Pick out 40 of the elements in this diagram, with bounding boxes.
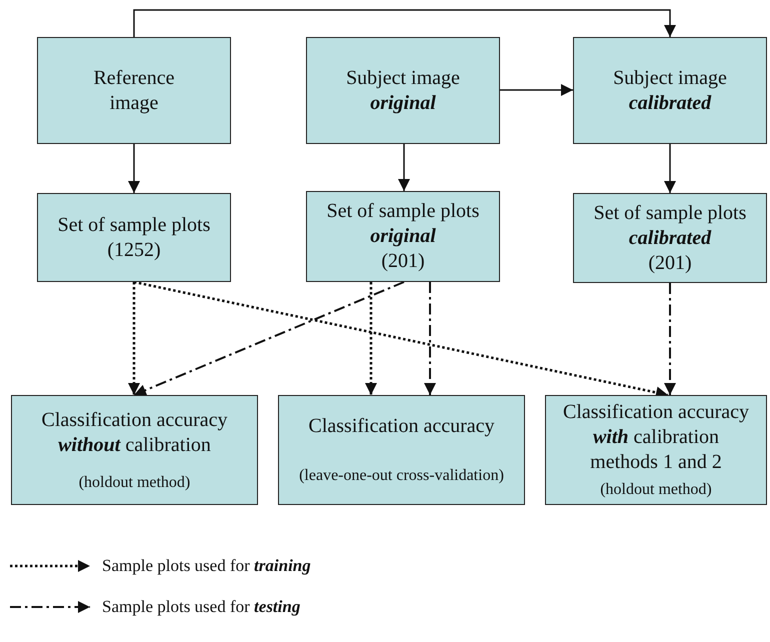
box-text: Set of sample plots (594, 200, 746, 226)
box-text: (holdout method) (600, 480, 712, 500)
box-text: Subject image (613, 66, 727, 90)
arrow (134, 281, 404, 396)
process-box (573, 37, 767, 144)
box-text: Set of sample plots (58, 212, 210, 238)
process-box (306, 37, 500, 144)
legend-text: Sample plots used for training (102, 556, 311, 576)
process-box (37, 37, 231, 144)
box-text: (holdout method) (78, 472, 190, 492)
arrow (128, 282, 140, 395)
box-text: original (370, 224, 436, 249)
process-box (37, 193, 231, 282)
box-text: Classification accuracy (308, 414, 495, 439)
box-text: Subject image (346, 66, 460, 90)
process-box (11, 395, 258, 505)
box-text: (leave-one-out cross-validation) (299, 466, 504, 486)
box-text: calibrated (628, 226, 712, 250)
arrow (398, 144, 410, 191)
box-text: original (370, 90, 436, 116)
box-text: Reference image (92, 66, 176, 116)
box-text: (201) (381, 249, 425, 274)
process-box (573, 193, 767, 283)
arrow (664, 283, 676, 395)
box-text: Classification accuracy without calibration (40, 408, 229, 458)
box-text: Classification accuracy with calibration methods 1 and 2 (562, 400, 750, 476)
box-text: (201) (648, 250, 692, 276)
process-box (306, 191, 500, 282)
arrow (500, 84, 573, 96)
box-text: Set of sample plots (326, 199, 480, 224)
legend-text: Sample plots used for testing (102, 597, 300, 617)
process-box (545, 395, 767, 505)
arrow (128, 144, 140, 193)
box-text: calibrated (628, 90, 712, 116)
box-text: (1252) (107, 238, 161, 262)
arrow (664, 144, 676, 193)
process-box (278, 395, 525, 505)
arrow (133, 9, 676, 37)
arrow (424, 282, 436, 395)
arrow (365, 282, 377, 395)
